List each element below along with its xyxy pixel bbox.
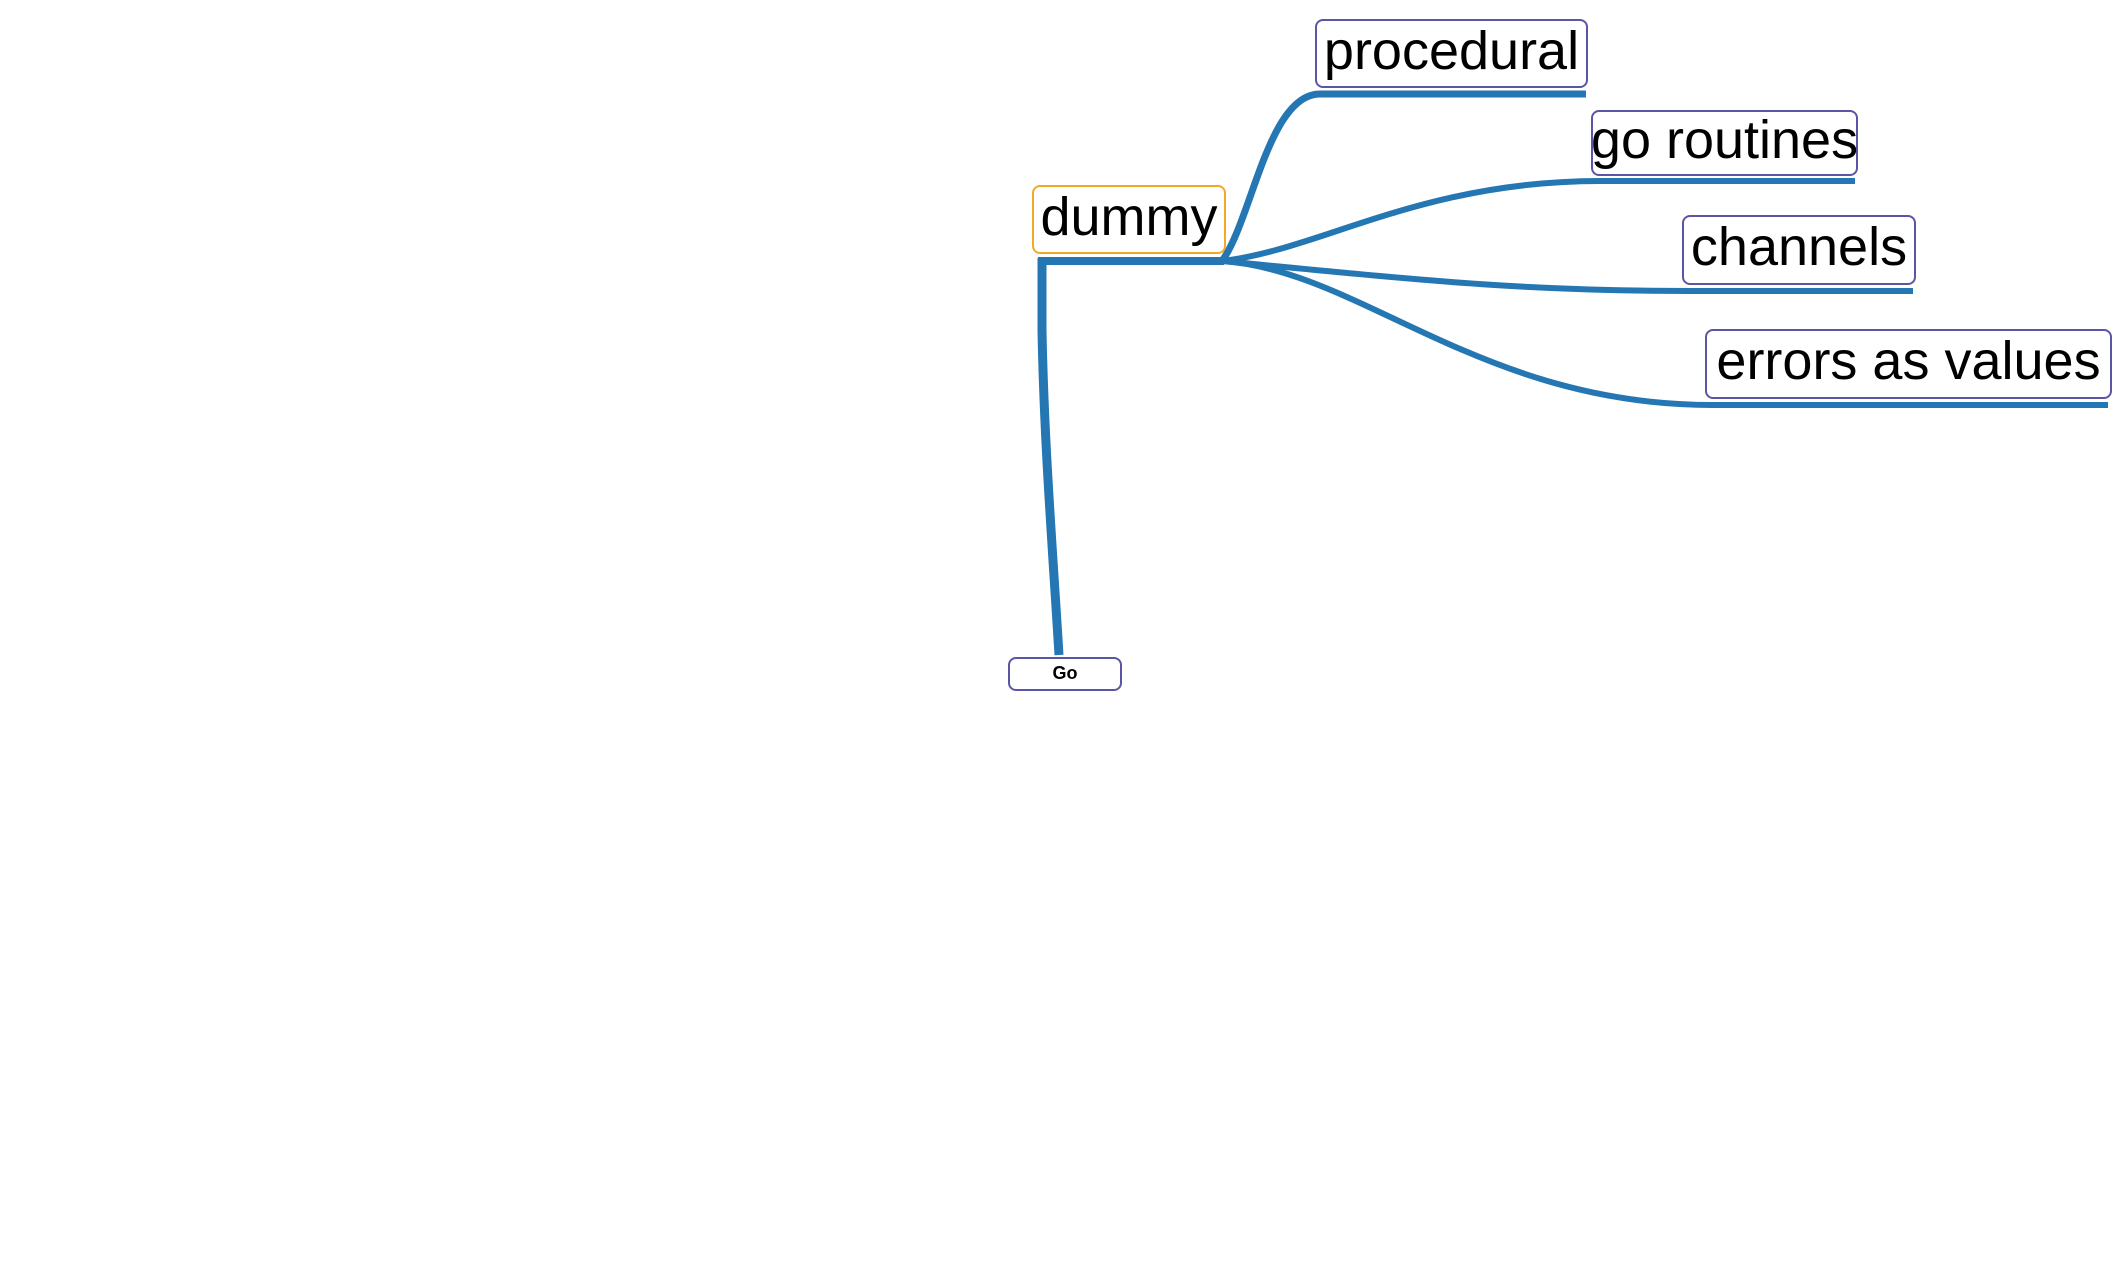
edge-dummy-to-channels <box>1221 258 1913 294</box>
branch-node-go-routines[interactable]: go routines <box>1591 110 1858 176</box>
branch-node-procedural[interactable]: procedural <box>1315 19 1588 88</box>
branch-node-channels[interactable]: channels <box>1682 215 1916 285</box>
branch-node-errors-as-values[interactable]: errors as values <box>1705 329 2112 399</box>
parent-node-label: Go <box>1052 663 1078 683</box>
center-node-dummy[interactable]: dummy <box>1032 185 1226 254</box>
edge-dummy-to-go-routines <box>1221 178 1855 264</box>
branch-node-label: procedural <box>1323 20 1580 81</box>
parent-node-go[interactable]: Go <box>1008 657 1122 691</box>
branch-node-label: channels <box>1690 217 1908 277</box>
edge-dummy-to-procedural <box>1219 90 1586 264</box>
edge-go-to-dummy <box>1037 258 1064 656</box>
branch-node-label: go routines <box>1590 110 1859 170</box>
edge-dummy-to-errors-as-values <box>1221 258 2108 408</box>
center-node-label: dummy <box>1040 186 1218 247</box>
branch-node-label: errors as values <box>1716 331 2101 391</box>
